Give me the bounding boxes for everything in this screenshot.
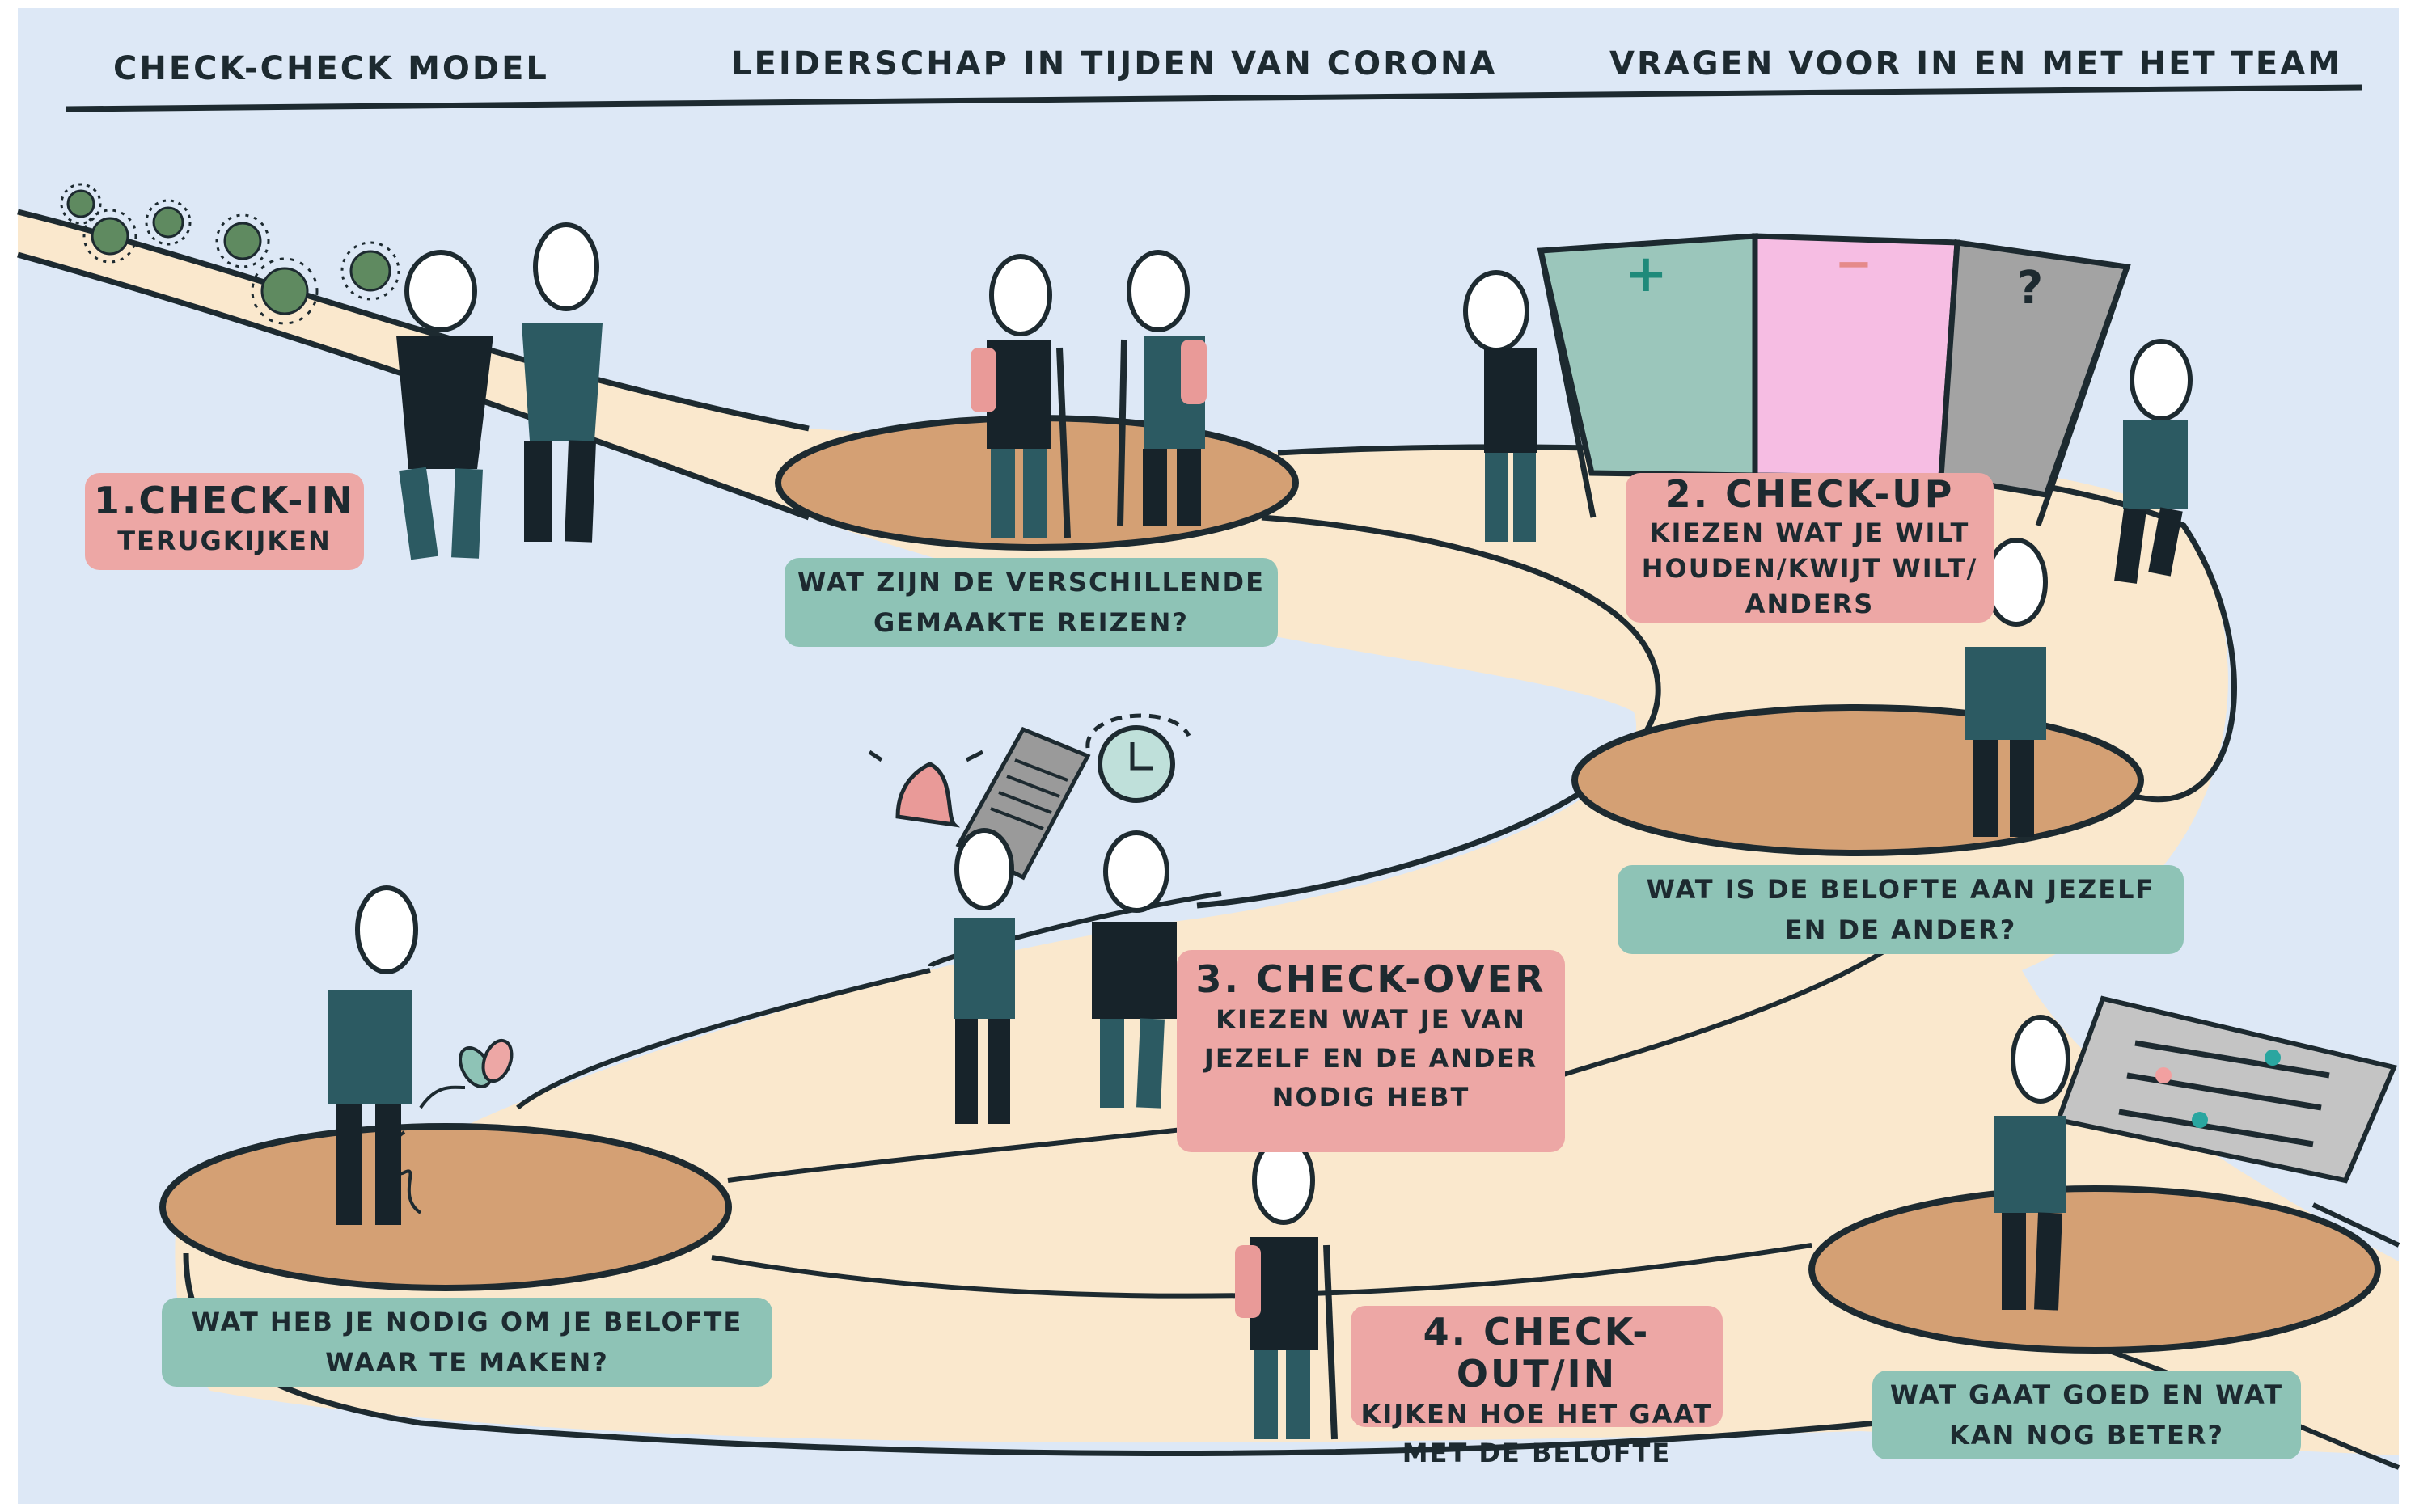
question-icon: ? xyxy=(2017,262,2043,315)
person-figure xyxy=(971,254,1071,538)
header-rule xyxy=(66,84,2362,112)
step-3-line: KIEZEN WAT JE VAN xyxy=(1216,1004,1526,1035)
platform-4 xyxy=(1808,1185,2381,1354)
virus-icon xyxy=(251,257,319,325)
step-3-label: 3. CHECK-OVER KIEZEN WAT JE VAN JEZELF E… xyxy=(1177,950,1565,1152)
question-2: WAT IS DE BELOFTE AAN JEZELF EN DE ANDER… xyxy=(1618,865,2184,954)
step-3-title: 3. CHECK-OVER xyxy=(1195,957,1546,1001)
feedback-board: + − ? xyxy=(1537,233,2131,527)
slider-knob xyxy=(2155,1067,2172,1083)
step-4-line: KIJKEN HOE HET GAAT xyxy=(1360,1399,1713,1430)
virus-icon xyxy=(215,213,270,268)
bell-icon xyxy=(868,750,984,828)
butterfly-icon xyxy=(387,1038,514,1214)
header-model-title: CHECK-CHECK MODEL xyxy=(113,50,549,87)
person-figure xyxy=(2114,339,2193,584)
question-3-line: WAAR TE MAKEN? xyxy=(325,1347,609,1378)
person-figure xyxy=(1463,270,1537,542)
header-topic-title: LEIDERSCHAP IN TIJDEN VAN CORONA xyxy=(731,45,1498,82)
virus-icon xyxy=(145,199,192,246)
minus-icon: − xyxy=(1835,238,1873,290)
step-3-line: NODIG HEBT xyxy=(1271,1082,1470,1113)
step-4-line: MET DE BELOFTE xyxy=(1402,1438,1672,1468)
question-4-line: WAT GAAT GOED EN WAT xyxy=(1889,1379,2284,1410)
step-4-title: 4. CHECK-OUT/IN xyxy=(1423,1310,1651,1396)
question-4: WAT GAAT GOED EN WAT KAN NOG BETER? xyxy=(1872,1371,2301,1459)
virus-icons xyxy=(60,183,400,325)
step-2-label: 2. CHECK-UP KIEZEN WAT JE WILT HOUDEN/KW… xyxy=(1626,473,1994,623)
question-1-line: GEMAAKTE REIZEN? xyxy=(873,607,1189,638)
step-1-line: TERUGKIJKEN xyxy=(117,526,332,556)
person-figure xyxy=(1965,538,2048,837)
step-2-line: KIEZEN WAT JE WILT xyxy=(1649,517,1970,548)
person-figure xyxy=(954,828,1015,1124)
platforms xyxy=(159,415,2381,1354)
people-figures xyxy=(328,222,2193,1440)
question-1-line: WAT ZIJN DE VERSCHILLENDE xyxy=(797,567,1265,598)
virus-icon xyxy=(82,209,137,264)
slider-board xyxy=(2054,995,2398,1184)
person-figure xyxy=(1092,830,1177,1109)
question-1: WAT ZIJN DE VERSCHILLENDE GEMAAKTE REIZE… xyxy=(785,558,1278,647)
slider-knob xyxy=(2265,1050,2281,1066)
step-1-label: 1.CHECK-IN TERUGKIJKEN xyxy=(85,473,364,570)
platform-3 xyxy=(159,1123,732,1291)
platform-2 xyxy=(1571,704,2144,856)
step-2-line: HOUDEN/KWIJT WILT/ xyxy=(1641,553,1978,584)
question-3-line: WAT HEB JE NODIG OM JE BELOFTE xyxy=(191,1307,743,1337)
question-4-line: KAN NOG BETER? xyxy=(1948,1420,2224,1451)
slider-knob xyxy=(2192,1112,2208,1128)
step-2-line: ANDERS xyxy=(1745,589,1875,619)
step-3-line: JEZELF EN DE ANDER xyxy=(1203,1043,1538,1074)
question-2-line: WAT IS DE BELOFTE AAN JEZELF xyxy=(1646,874,2155,905)
clock-icon xyxy=(1085,713,1191,803)
virus-icon xyxy=(60,183,102,225)
question-2-line: EN DE ANDER? xyxy=(1784,914,2017,945)
person-figure xyxy=(1994,1015,2070,1311)
person-figure xyxy=(328,885,418,1225)
step-4-label: 4. CHECK-OUT/IN KIJKEN HOE HET GAAT MET … xyxy=(1351,1306,1723,1468)
header-questions-title: VRAGEN VOOR IN EN MET HET TEAM xyxy=(1609,45,2342,82)
step-2-title: 2. CHECK-UP xyxy=(1664,472,1955,516)
plus-icon: + xyxy=(1624,244,1668,304)
question-3: WAT HEB JE NODIG OM JE BELOFTE WAAR TE M… xyxy=(162,1298,772,1387)
virus-icon xyxy=(340,241,400,301)
person-figure xyxy=(1235,1136,1338,1440)
person-figure xyxy=(396,250,493,560)
person-figure xyxy=(1117,250,1207,526)
step-1-title: 1.CHECK-IN xyxy=(93,479,356,522)
person-figure xyxy=(522,222,603,543)
